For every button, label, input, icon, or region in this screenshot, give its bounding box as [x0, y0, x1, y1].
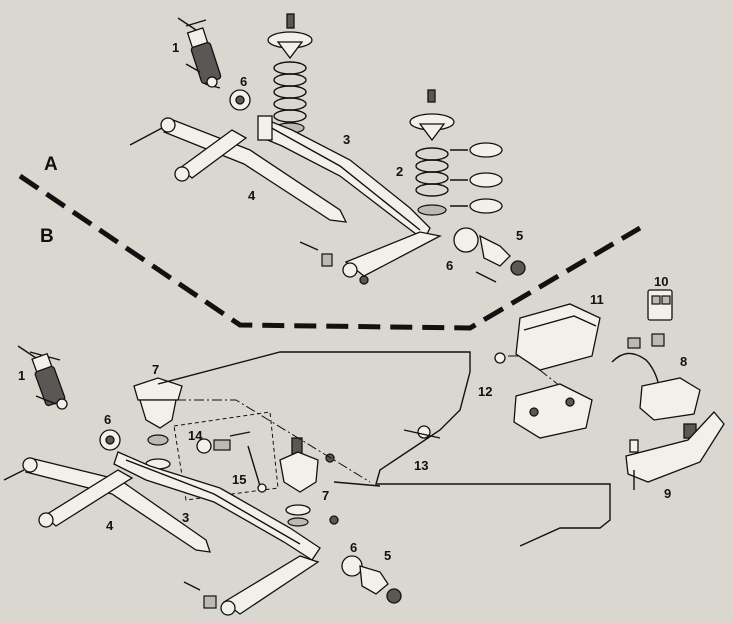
air-reservoir	[611, 352, 725, 490]
coil-spring-a-right	[409, 89, 503, 216]
air-spring-b-upper	[133, 377, 183, 470]
height-sensor-box	[173, 411, 279, 501]
callout-a-1: 1	[172, 40, 179, 55]
callout-b-6: 6	[104, 412, 111, 427]
shock-absorber-b	[17, 345, 68, 410]
callout-b-4: 4	[106, 518, 114, 533]
callout-b-10: 10	[654, 274, 668, 289]
trailing-arm-b-right	[183, 555, 320, 616]
callout-b-14: 14	[188, 428, 203, 443]
hub-assembly-b	[99, 429, 402, 604]
section-label-a: A	[44, 154, 58, 175]
section-label-b: B	[40, 226, 54, 247]
callout-b-12: 12	[478, 384, 492, 399]
callout-b-7: 7	[152, 362, 159, 377]
callout-b-9: 9	[664, 486, 671, 501]
callout-b-11: 11	[590, 292, 604, 307]
callout-b-8: 8	[680, 354, 687, 369]
trailing-arm-a-left	[129, 117, 348, 223]
callout-a-4: 4	[248, 188, 256, 203]
callout-a-6: 6	[240, 74, 247, 89]
hub-assembly-a	[229, 89, 526, 283]
callout-a-2: 2	[396, 164, 403, 179]
trailing-arm-b-left	[3, 457, 211, 553]
shock-absorber-a	[177, 17, 222, 89]
air-spring-b-lower	[279, 437, 339, 527]
callout-a-6b: 6	[446, 258, 453, 273]
section-a-assembly: A 1 6 3 2 4 6 5	[44, 13, 526, 285]
callout-b-7b: 7	[322, 488, 329, 503]
section-divider	[18, 173, 642, 331]
section-b-assembly: 1 7 6 14 15 4 3 7 6 5 12 13 11 10 8 9	[3, 274, 725, 616]
callout-b-6b: 6	[350, 540, 357, 555]
trailing-arm-a-right	[299, 231, 442, 285]
control-module	[627, 289, 673, 349]
callout-b-1: 1	[18, 368, 25, 383]
callout-a-3: 3	[343, 132, 350, 147]
callout-b-15: 15	[232, 472, 246, 487]
compressor-unit	[513, 303, 601, 439]
callout-b-5: 5	[384, 548, 391, 563]
callout-b-13: 13	[414, 458, 428, 473]
callout-a-5: 5	[516, 228, 523, 243]
callouts-section-a: 1 6 3 2 4 6 5	[172, 40, 523, 273]
callout-b-3: 3	[182, 510, 189, 525]
callouts-section-b: 1 7 6 14 15 4 3 7 6 5 12 13 11 10 8 9	[18, 274, 687, 563]
air-lines	[157, 351, 611, 547]
